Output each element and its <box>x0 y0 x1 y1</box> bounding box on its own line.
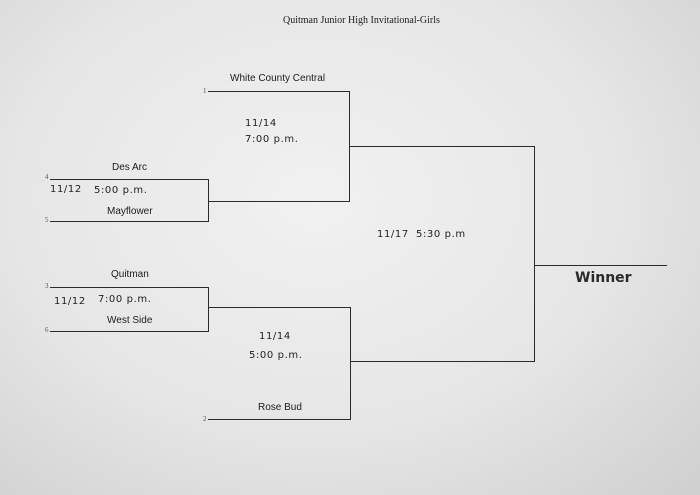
bracket-line <box>208 287 209 332</box>
seed-6: 6 <box>45 326 49 334</box>
bracket-line <box>50 179 209 180</box>
bracket-line <box>350 307 351 420</box>
bracket-line <box>50 331 209 332</box>
bracket-line <box>50 287 209 288</box>
team-white-county-central: White County Central <box>230 73 326 84</box>
bracket-line <box>350 361 535 362</box>
seed-1: 1 <box>203 87 207 95</box>
bracket-line <box>208 201 350 202</box>
seed-2: 2 <box>203 415 207 423</box>
team-rose-bud: Rose Bud <box>258 402 302 413</box>
final-time: 5:30 p.m <box>416 229 466 240</box>
page-title: Quitman Junior High Invitational-Girls <box>283 15 440 26</box>
bracket-line <box>50 221 209 222</box>
game-1-time: 5:00 p.m. <box>94 185 148 196</box>
bracket-line <box>349 146 535 147</box>
final-date: 11/17 <box>377 229 409 240</box>
bracket-line <box>208 419 351 420</box>
game-3-time: 7:00 p.m. <box>245 134 299 145</box>
winner-label: Winner <box>575 270 632 286</box>
seed-3: 3 <box>45 282 49 290</box>
game-4-date: 11/14 <box>259 331 291 342</box>
game-3-date: 11/14 <box>245 118 277 129</box>
bracket-line <box>534 146 535 362</box>
team-mayflower: Mayflower <box>107 206 153 217</box>
bracket-line <box>208 307 351 308</box>
team-des-arc: Des Arc <box>112 162 148 173</box>
bracket-line <box>208 91 350 92</box>
team-west-side: West Side <box>107 315 153 326</box>
seed-4: 4 <box>45 173 49 181</box>
bracket-line <box>208 179 209 222</box>
game-2-time: 7:00 p.m. <box>98 294 152 305</box>
team-quitman: Quitman <box>111 269 149 280</box>
seed-5: 5 <box>45 216 49 224</box>
game-2-date: 11/12 <box>54 296 86 307</box>
game-4-time: 5:00 p.m. <box>249 350 303 361</box>
game-1-date: 11/12 <box>50 184 82 195</box>
winner-line <box>535 265 667 266</box>
